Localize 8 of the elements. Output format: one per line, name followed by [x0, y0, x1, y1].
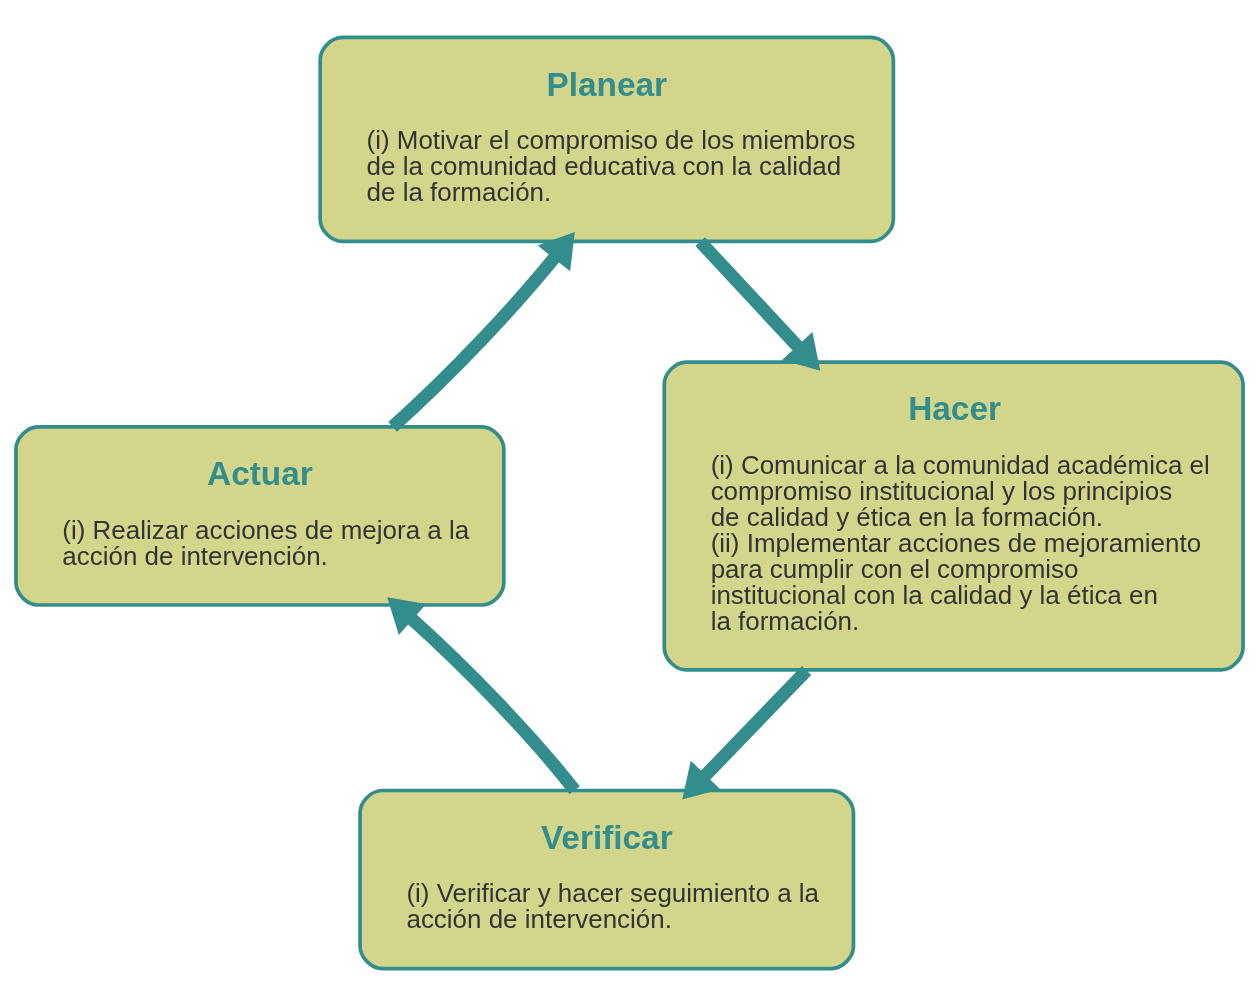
node-box: Hacer (i) Comunicar a la comunidad académica el compromiso institucional y los principios de calidad y ética en la formación. (ii) Implementar acciones de mejoramiento para cumplir con el compromiso institucional con la calidad y la ética en la formación. [662, 360, 1245, 672]
arrow [388, 231, 575, 432]
node-box: Actuar (i) Realizar acciones de mejora a la acción de intervención. [14, 425, 506, 607]
node-box: Verificar (i) Verificar y hacer seguimiento a la acción de intervención. [358, 788, 856, 971]
arrow [695, 237, 821, 371]
node-box: Planear (i) Motivar el compromiso de los miembros de la comunidad educativa con la calidad de la formación. [318, 35, 896, 244]
arrow [682, 665, 812, 800]
arrow [387, 597, 580, 795]
